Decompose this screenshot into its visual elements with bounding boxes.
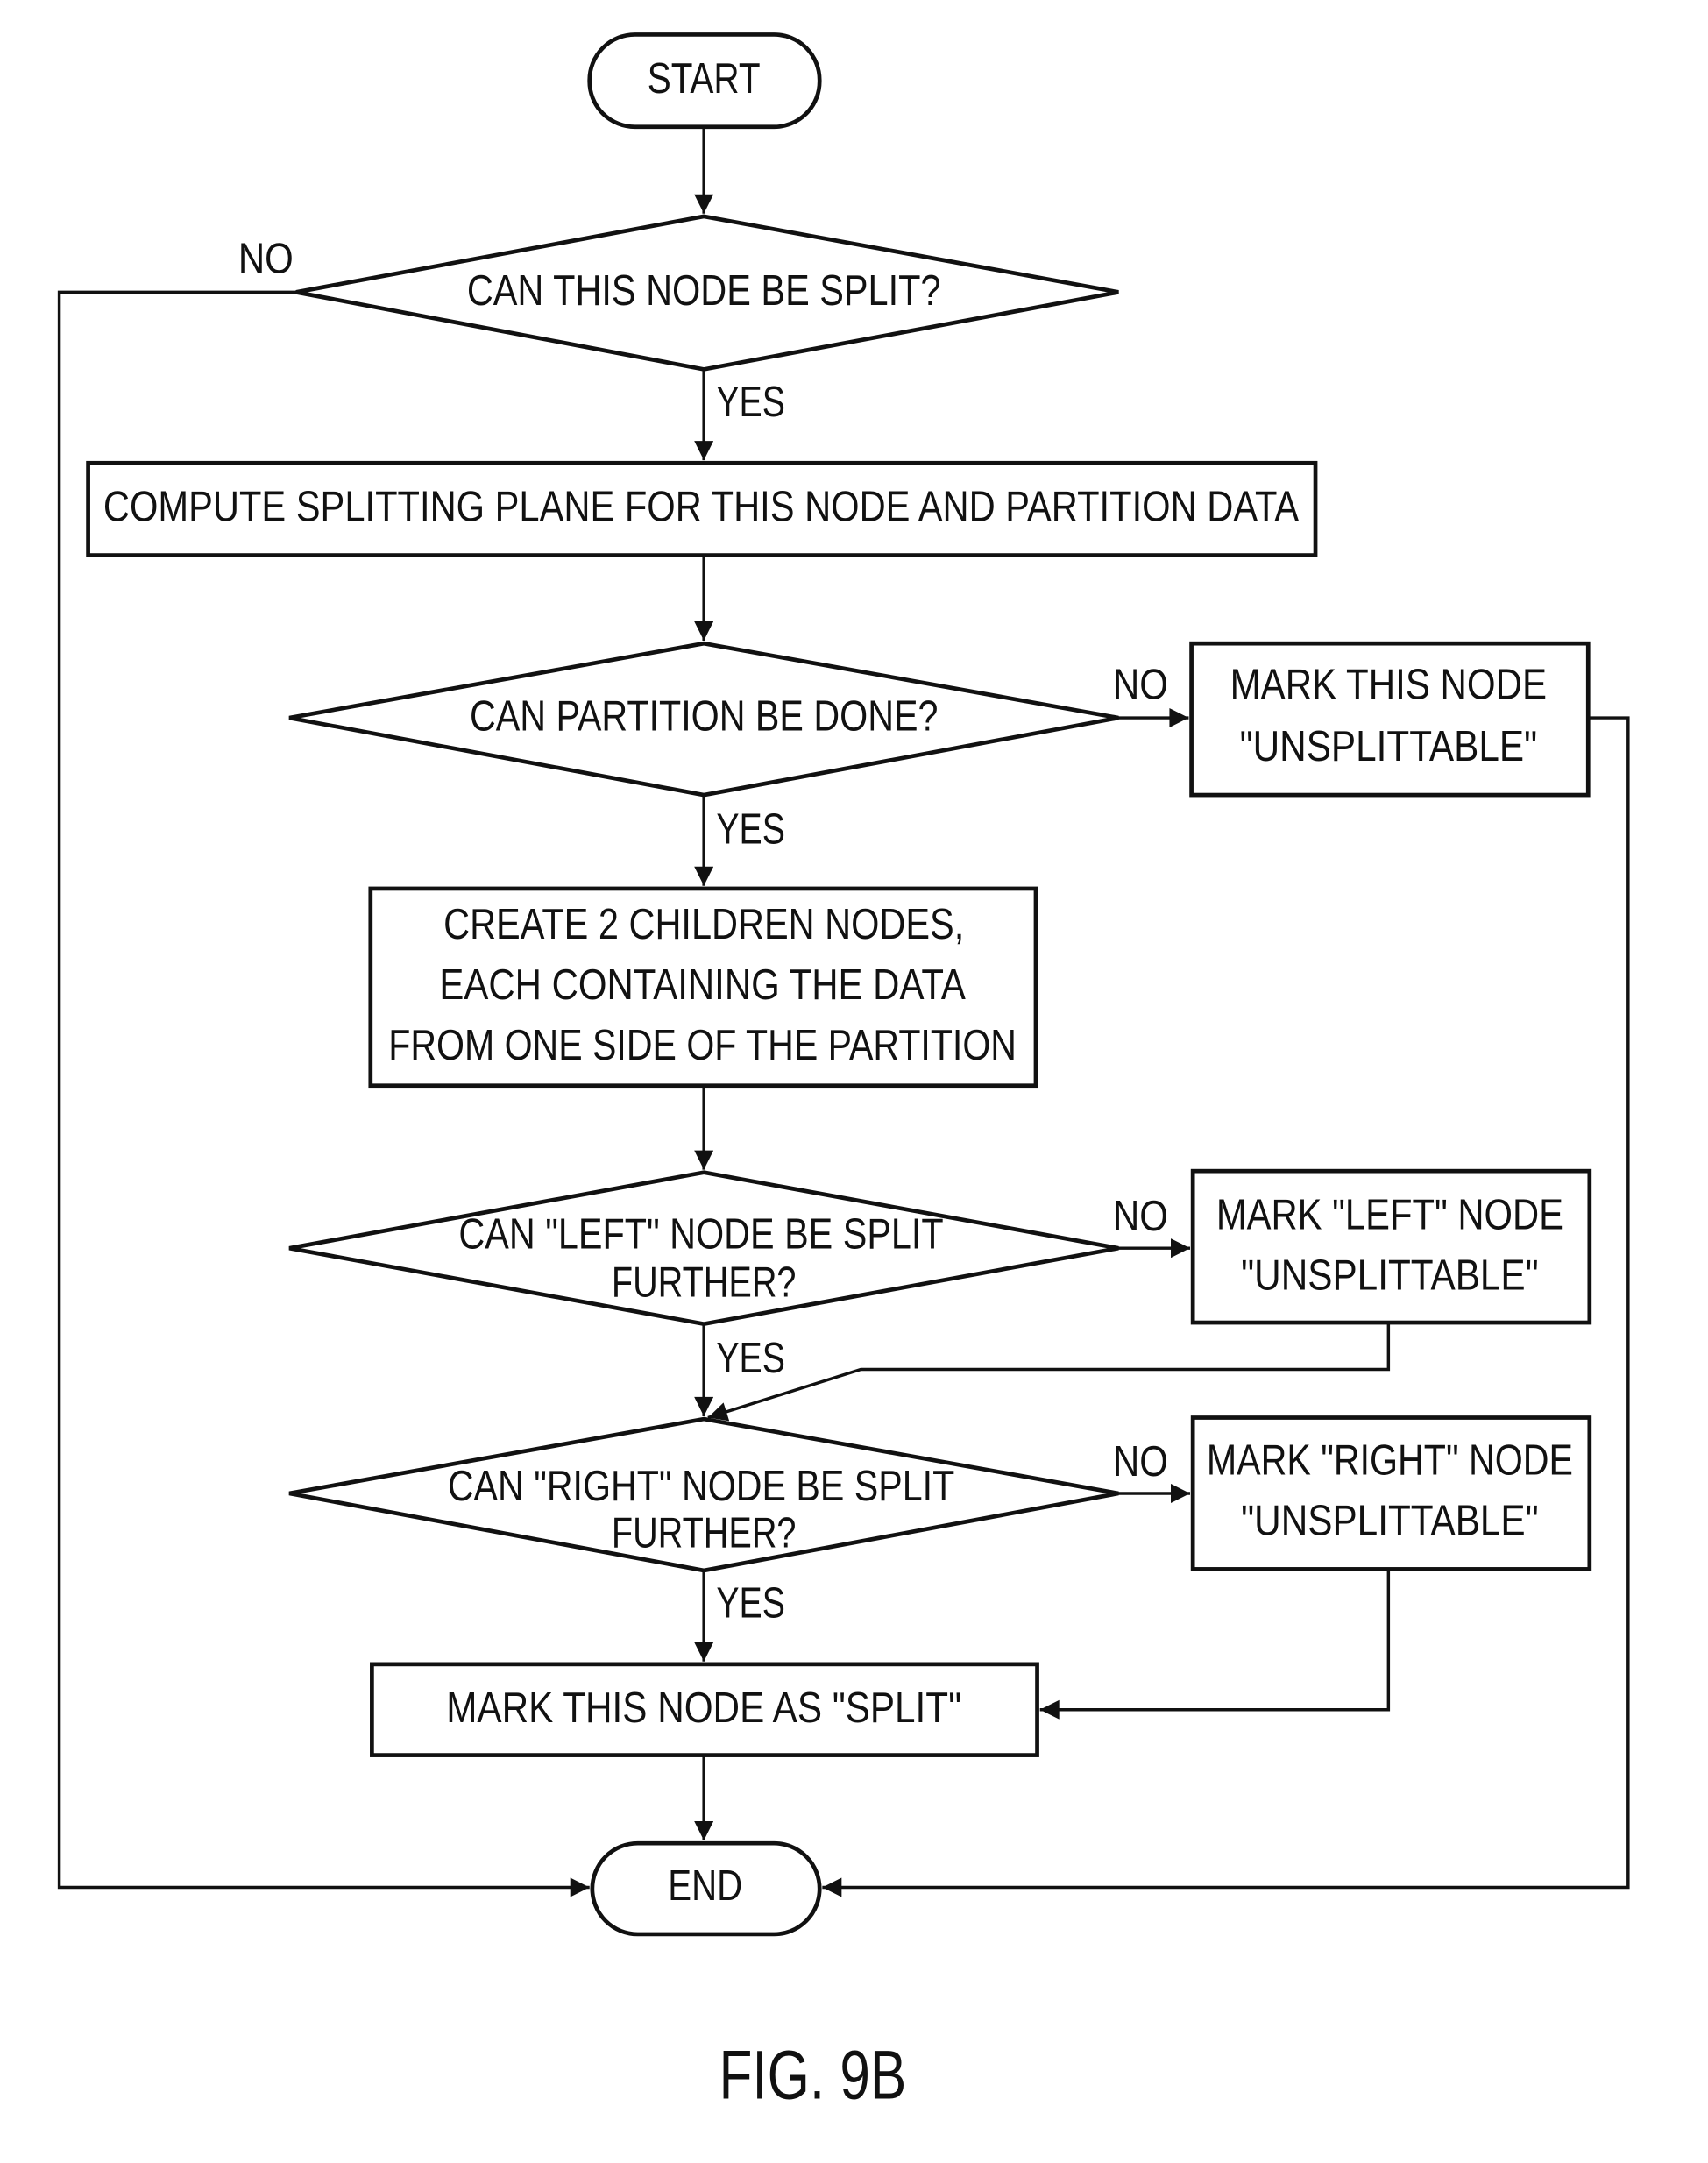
process-text: COMPUTE SPLITTING PLANE FOR THIS NODE AN…: [103, 484, 1300, 531]
process-create-children: CREATE 2 CHILDREN NODES, EACH CONTAINING…: [371, 889, 1036, 1086]
process-text-line2: "UNSPLITTABLE": [1241, 1252, 1539, 1300]
yes-label: YES: [716, 1580, 785, 1628]
process-text-line3: FROM ONE SIDE OF THE PARTITION: [388, 1022, 1017, 1069]
yes-label: YES: [716, 1335, 785, 1382]
no-label: NO: [238, 236, 294, 283]
yes-label: YES: [716, 805, 785, 853]
decision-text: CAN THIS NODE BE SPLIT?: [467, 267, 941, 315]
process-text-line2: "UNSPLITTABLE": [1241, 1497, 1539, 1544]
process-text-line1: MARK "LEFT" NODE: [1216, 1191, 1563, 1238]
process-mark-left-unsplittable: MARK "LEFT" NODE "UNSPLITTABLE": [1193, 1171, 1590, 1323]
process-text-line1: CREATE 2 CHILDREN NODES,: [443, 901, 964, 948]
process-compute-splitting-plane: COMPUTE SPLITTING PLANE FOR THIS NODE AN…: [89, 463, 1315, 555]
no-label: NO: [1113, 1438, 1168, 1486]
decision-text-line2: FURTHER?: [612, 1510, 797, 1557]
process-mark-node-unsplittable: MARK THIS NODE "UNSPLITTABLE": [1192, 643, 1589, 795]
start-label: START: [648, 55, 761, 103]
process-text-line2: EACH CONTAINING THE DATA: [439, 961, 966, 1009]
process-mark-right-unsplittable: MARK "RIGHT" NODE "UNSPLITTABLE": [1193, 1418, 1590, 1570]
process-text: MARK THIS NODE AS "SPLIT": [446, 1684, 961, 1732]
decision-can-partition-be-done: CAN PARTITION BE DONE?: [289, 643, 1118, 795]
decision-text-line1: CAN "LEFT" NODE BE SPLIT: [458, 1210, 943, 1258]
end-label: END: [668, 1862, 742, 1910]
decision-left-node-split: CAN "LEFT" NODE BE SPLIT FURTHER?: [289, 1173, 1118, 1324]
no-label: NO: [1113, 661, 1168, 708]
process-text-line1: MARK "RIGHT" NODE: [1207, 1436, 1573, 1484]
process-text-line1: MARK THIS NODE: [1230, 661, 1548, 708]
start-terminal: START: [590, 34, 819, 126]
end-terminal: END: [592, 1843, 819, 1934]
yes-label: YES: [716, 379, 785, 426]
decision-text: CAN PARTITION BE DONE?: [470, 692, 938, 740]
decision-text-line2: FURTHER?: [612, 1259, 797, 1306]
decision-can-node-be-split: CAN THIS NODE BE SPLIT?: [296, 216, 1118, 369]
process-text-line2: "UNSPLITTABLE": [1240, 723, 1538, 770]
no-label: NO: [1113, 1193, 1168, 1240]
figure-label: FIG. 9B: [719, 2036, 906, 2113]
decision-text-line1: CAN "RIGHT" NODE BE SPLIT: [448, 1463, 954, 1510]
decision-right-node-split: CAN "RIGHT" NODE BE SPLIT FURTHER?: [289, 1419, 1118, 1571]
process-mark-node-split: MARK THIS NODE AS "SPLIT": [372, 1664, 1037, 1755]
